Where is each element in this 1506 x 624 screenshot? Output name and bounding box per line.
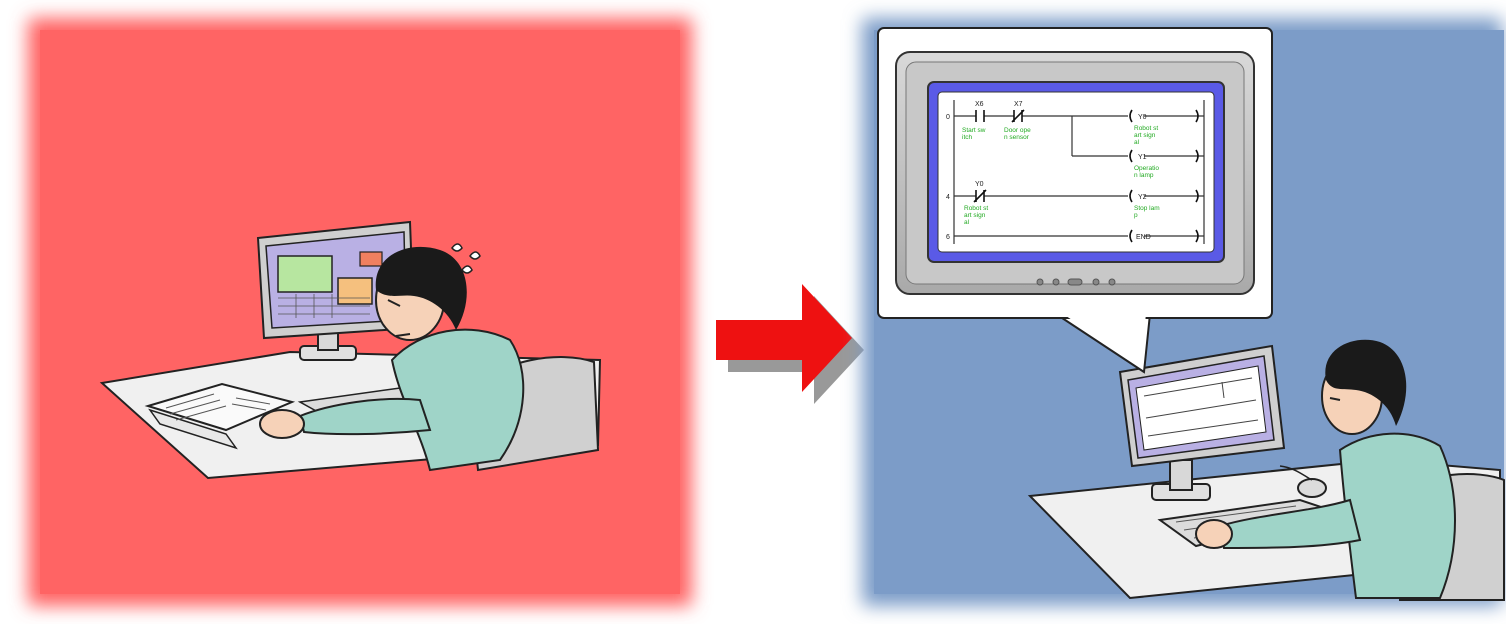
sweat-drops-icon	[451, 243, 481, 274]
comment-door-sensor: Door ope n sensor	[1004, 127, 1033, 141]
coil-y0: Y0	[1138, 114, 1147, 121]
window-green	[277, 255, 333, 293]
coil-y2: Y2	[1138, 194, 1147, 201]
ladder-symbols	[973, 109, 1199, 243]
comment-start-switch: Start sw itch	[962, 127, 987, 141]
step-number-6: 6	[946, 234, 950, 241]
zoom-callout: 0 4 6 X6 X7 Y0 Y0 Y1 Y2 END Start sw itc…	[877, 27, 1273, 374]
comment-operation-lamp: Operatio n lamp	[1134, 165, 1161, 179]
comment-robot-start-2: Robot st art sign al	[964, 205, 990, 226]
left-panel	[28, 18, 692, 606]
monitor-right	[1118, 344, 1286, 501]
mouse-icon	[1297, 478, 1327, 498]
right-panel: 0 4 6 X6 X7 Y0 Y0 Y1 Y2 END Start sw itc…	[862, 18, 1505, 606]
hmi-indicator-dots	[1036, 278, 1116, 286]
ladder-diagram	[953, 100, 1205, 244]
manual-book	[144, 382, 296, 450]
right-arrow-icon	[716, 284, 864, 404]
step-number-4: 4	[946, 194, 950, 201]
comment-stop-lamp: Stop lam p	[1134, 205, 1161, 219]
window-orange	[337, 277, 373, 305]
device-x6: X6	[975, 101, 984, 108]
coil-end: END	[1136, 234, 1151, 241]
step-number-0: 0	[946, 114, 950, 121]
coil-y1: Y1	[1138, 154, 1147, 161]
person-stressed	[259, 246, 525, 472]
device-x7: X7	[1014, 101, 1023, 108]
device-y0-contact: Y0	[975, 181, 984, 188]
monitor-left	[256, 220, 416, 361]
comment-robot-start-1: Robot st art sign al	[1134, 125, 1160, 146]
hmi-screen	[937, 91, 1215, 253]
person-calm	[1195, 339, 1456, 599]
